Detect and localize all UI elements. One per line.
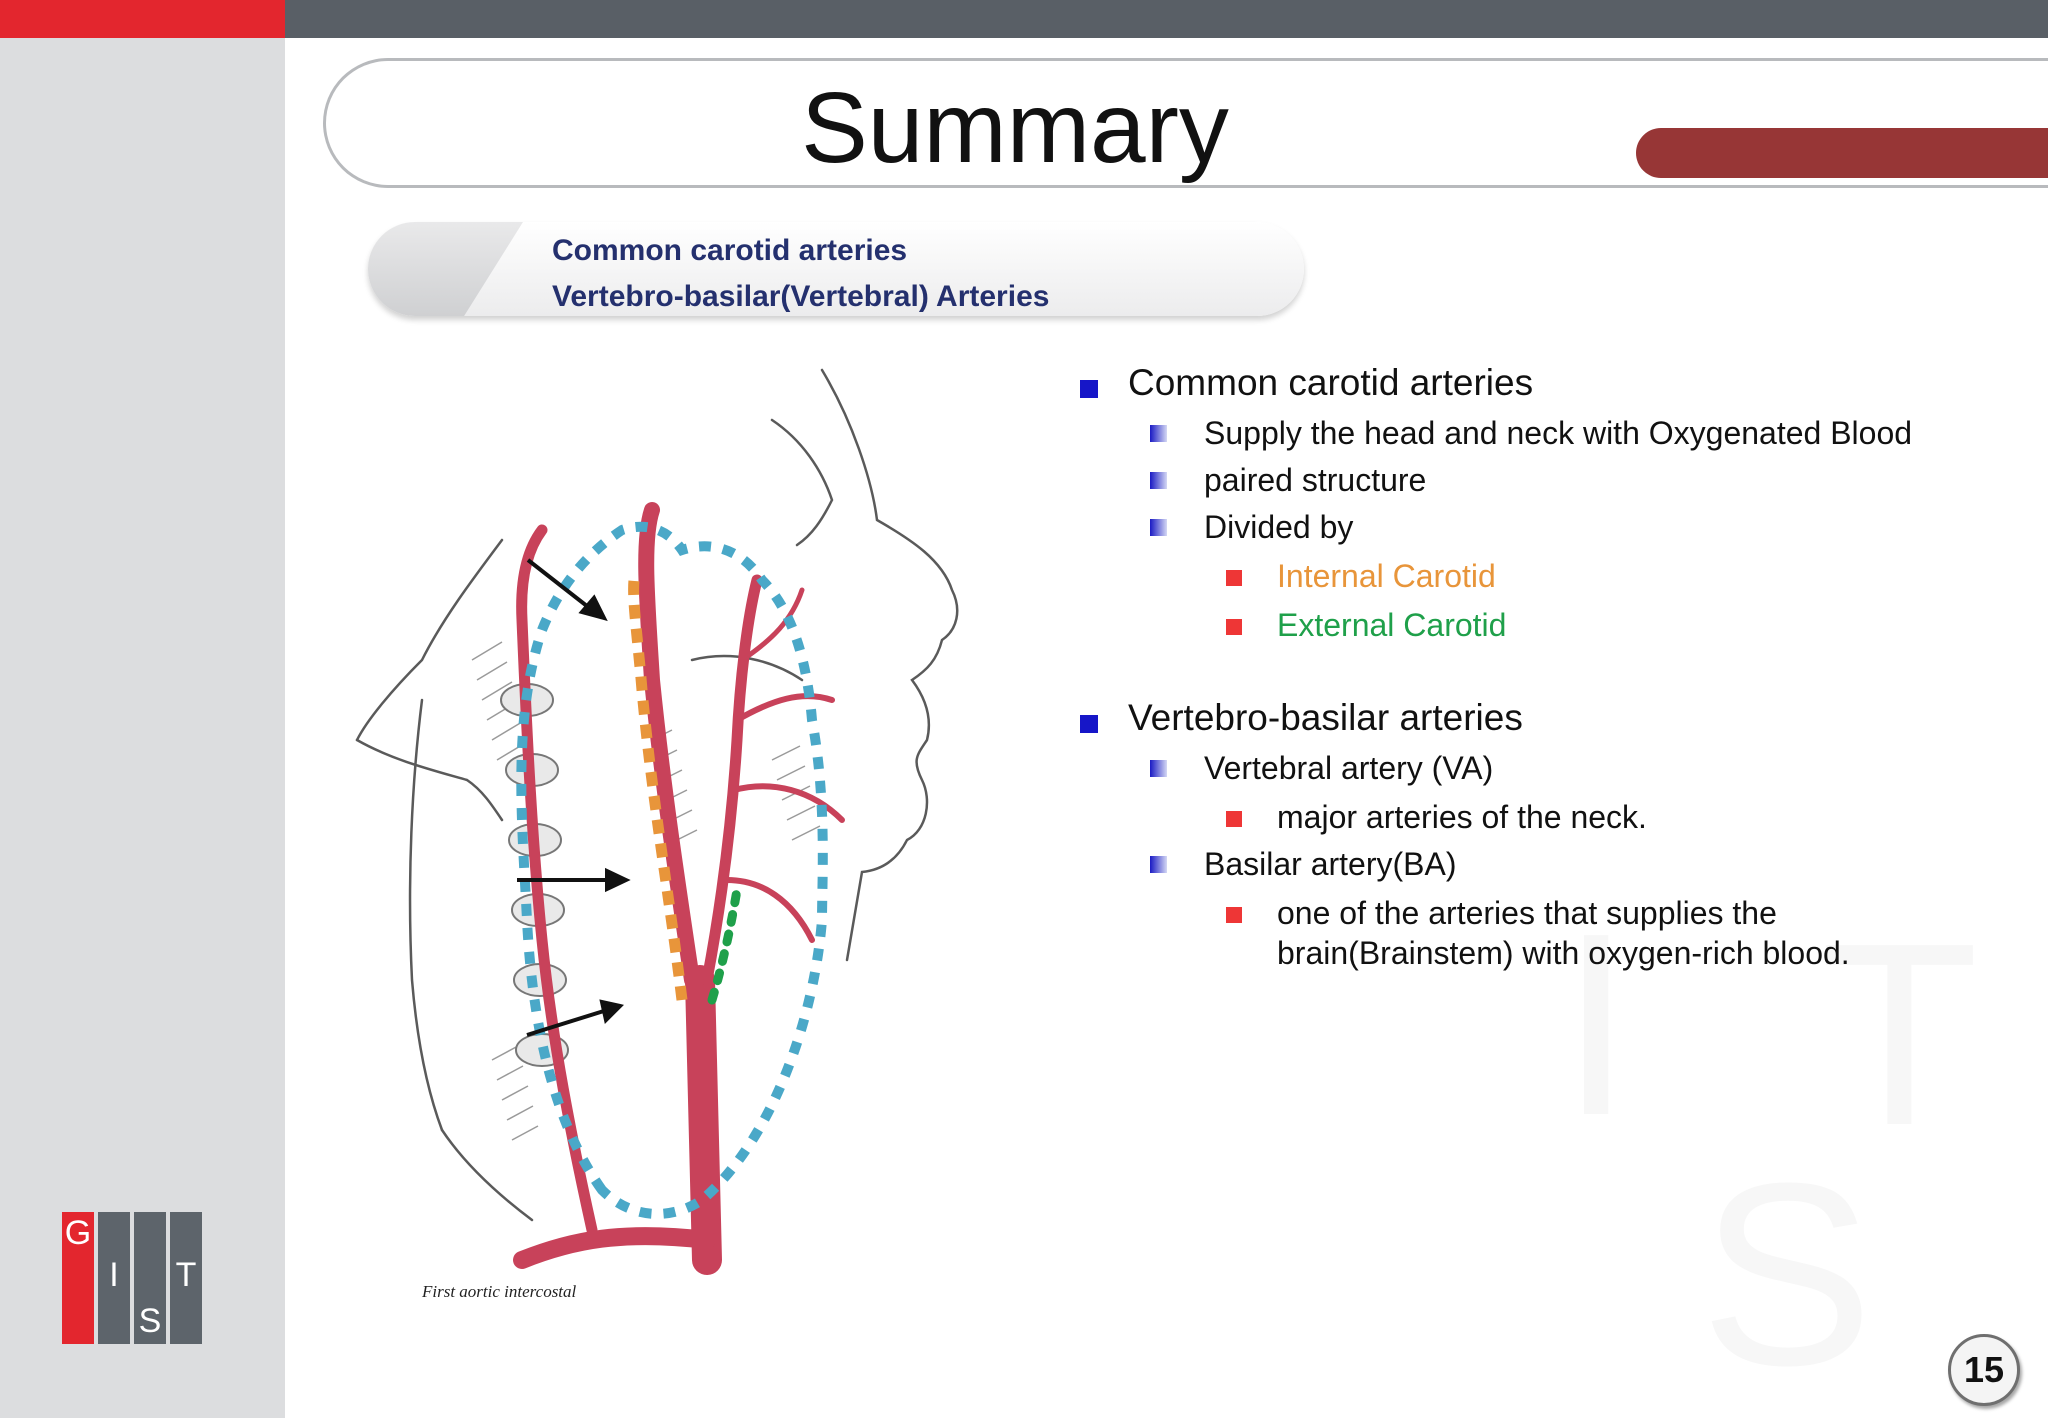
subtitle-line-1: Common carotid arteries xyxy=(552,234,908,267)
square-bullet-icon xyxy=(1150,472,1167,489)
left-sidebar xyxy=(0,38,285,1418)
top-header-bar xyxy=(285,0,2048,38)
arteries xyxy=(513,502,845,1275)
square-bullet-icon xyxy=(1150,425,1167,442)
neck-arteries-illustration: First aortic intercostal xyxy=(355,368,959,1301)
section1-heading: Common carotid arteries xyxy=(1128,362,1534,403)
square-bullet-icon xyxy=(1226,619,1242,635)
logo-cell-s: S xyxy=(134,1212,166,1344)
logo-cell-g: G xyxy=(62,1212,94,1344)
list-item: paired structure xyxy=(1070,460,1990,500)
slide-title: Summary xyxy=(801,72,1229,184)
figure-caption: First aortic intercostal xyxy=(421,1282,577,1301)
section1-item-2: paired structure xyxy=(1204,462,1427,498)
list-item: Internal Carotid xyxy=(1070,556,1990,596)
pointer-arrows xyxy=(517,558,631,1037)
logo-cell-i: I xyxy=(98,1212,130,1344)
subtitle-bar xyxy=(368,222,1304,316)
branch-3 xyxy=(724,877,815,943)
section2-heading: Vertebro-basilar arteries xyxy=(1128,697,1523,738)
head-neck-sketch xyxy=(355,368,959,1222)
list-item: one of the arteries that supplies the br… xyxy=(1070,893,1990,973)
vertebral-region-outline xyxy=(516,521,828,1219)
section1-item-3: Divided by xyxy=(1204,509,1354,545)
subtitle-line-2: Vertebro-basilar(Vertebral) Arteries xyxy=(552,280,1050,313)
list-item: Common carotid arteries xyxy=(1070,360,1990,406)
list-item: major arteries of the neck. xyxy=(1070,797,1990,837)
external-carotid-outline xyxy=(707,885,742,1005)
top-accent-bar xyxy=(0,0,285,38)
square-bullet-icon xyxy=(1080,380,1098,398)
vertebral-artery xyxy=(516,524,598,1236)
subtitle-bar-tab xyxy=(368,222,523,316)
page-number: 15 xyxy=(1948,1334,2020,1406)
gist-logo: G I S T xyxy=(62,1212,204,1344)
branch-4 xyxy=(739,587,805,663)
subtitle-text: Common carotid arteries Vertebro-basilar… xyxy=(552,228,1049,320)
internal-carotid-label: Internal Carotid xyxy=(1277,558,1496,594)
internal-carotid-artery xyxy=(638,502,700,988)
watermark-letter-s: S xyxy=(1700,1130,1874,1420)
internal-carotid-outline xyxy=(628,579,688,1001)
section2-ba: Basilar artery(BA) xyxy=(1204,846,1457,882)
square-bullet-icon xyxy=(1150,760,1167,777)
list-item: Basilar artery(BA) xyxy=(1070,844,1990,884)
branch-1 xyxy=(734,693,835,723)
list-item: Vertebro-basilar arteries xyxy=(1070,695,1990,741)
section2-va-detail: major arteries of the neck. xyxy=(1277,799,1647,835)
external-carotid-artery xyxy=(701,574,763,986)
list-item: Supply the head and neck with Oxygenated… xyxy=(1070,413,1990,453)
subclavian-artery xyxy=(513,1227,716,1269)
common-carotid-artery xyxy=(685,965,722,1275)
section2-ba-detail: one of the arteries that supplies the br… xyxy=(1277,895,1850,971)
square-bullet-icon xyxy=(1150,856,1167,873)
square-bullet-icon xyxy=(1226,570,1242,586)
square-bullet-icon xyxy=(1226,811,1242,827)
title-band xyxy=(323,58,2048,188)
watermark-letter-i: I xyxy=(1560,880,1633,1170)
square-bullet-icon xyxy=(1080,715,1098,733)
section2-va: Vertebral artery (VA) xyxy=(1204,750,1494,786)
title-accent-pill xyxy=(1636,128,2048,178)
branch-2 xyxy=(731,783,845,823)
logo-cell-t: T xyxy=(170,1212,202,1344)
list-item: External Carotid xyxy=(1070,605,1990,645)
square-bullet-icon xyxy=(1150,519,1167,536)
external-carotid-label: External Carotid xyxy=(1277,607,1507,643)
section1-item-1: Supply the head and neck with Oxygenated… xyxy=(1204,415,1913,451)
content-list: Common carotid arteries Supply the head … xyxy=(1070,360,1990,973)
watermark-letter-t: T xyxy=(1820,890,1979,1180)
square-bullet-icon xyxy=(1226,907,1242,923)
list-item: Vertebral artery (VA) xyxy=(1070,748,1990,788)
list-item: Divided by xyxy=(1070,507,1990,547)
